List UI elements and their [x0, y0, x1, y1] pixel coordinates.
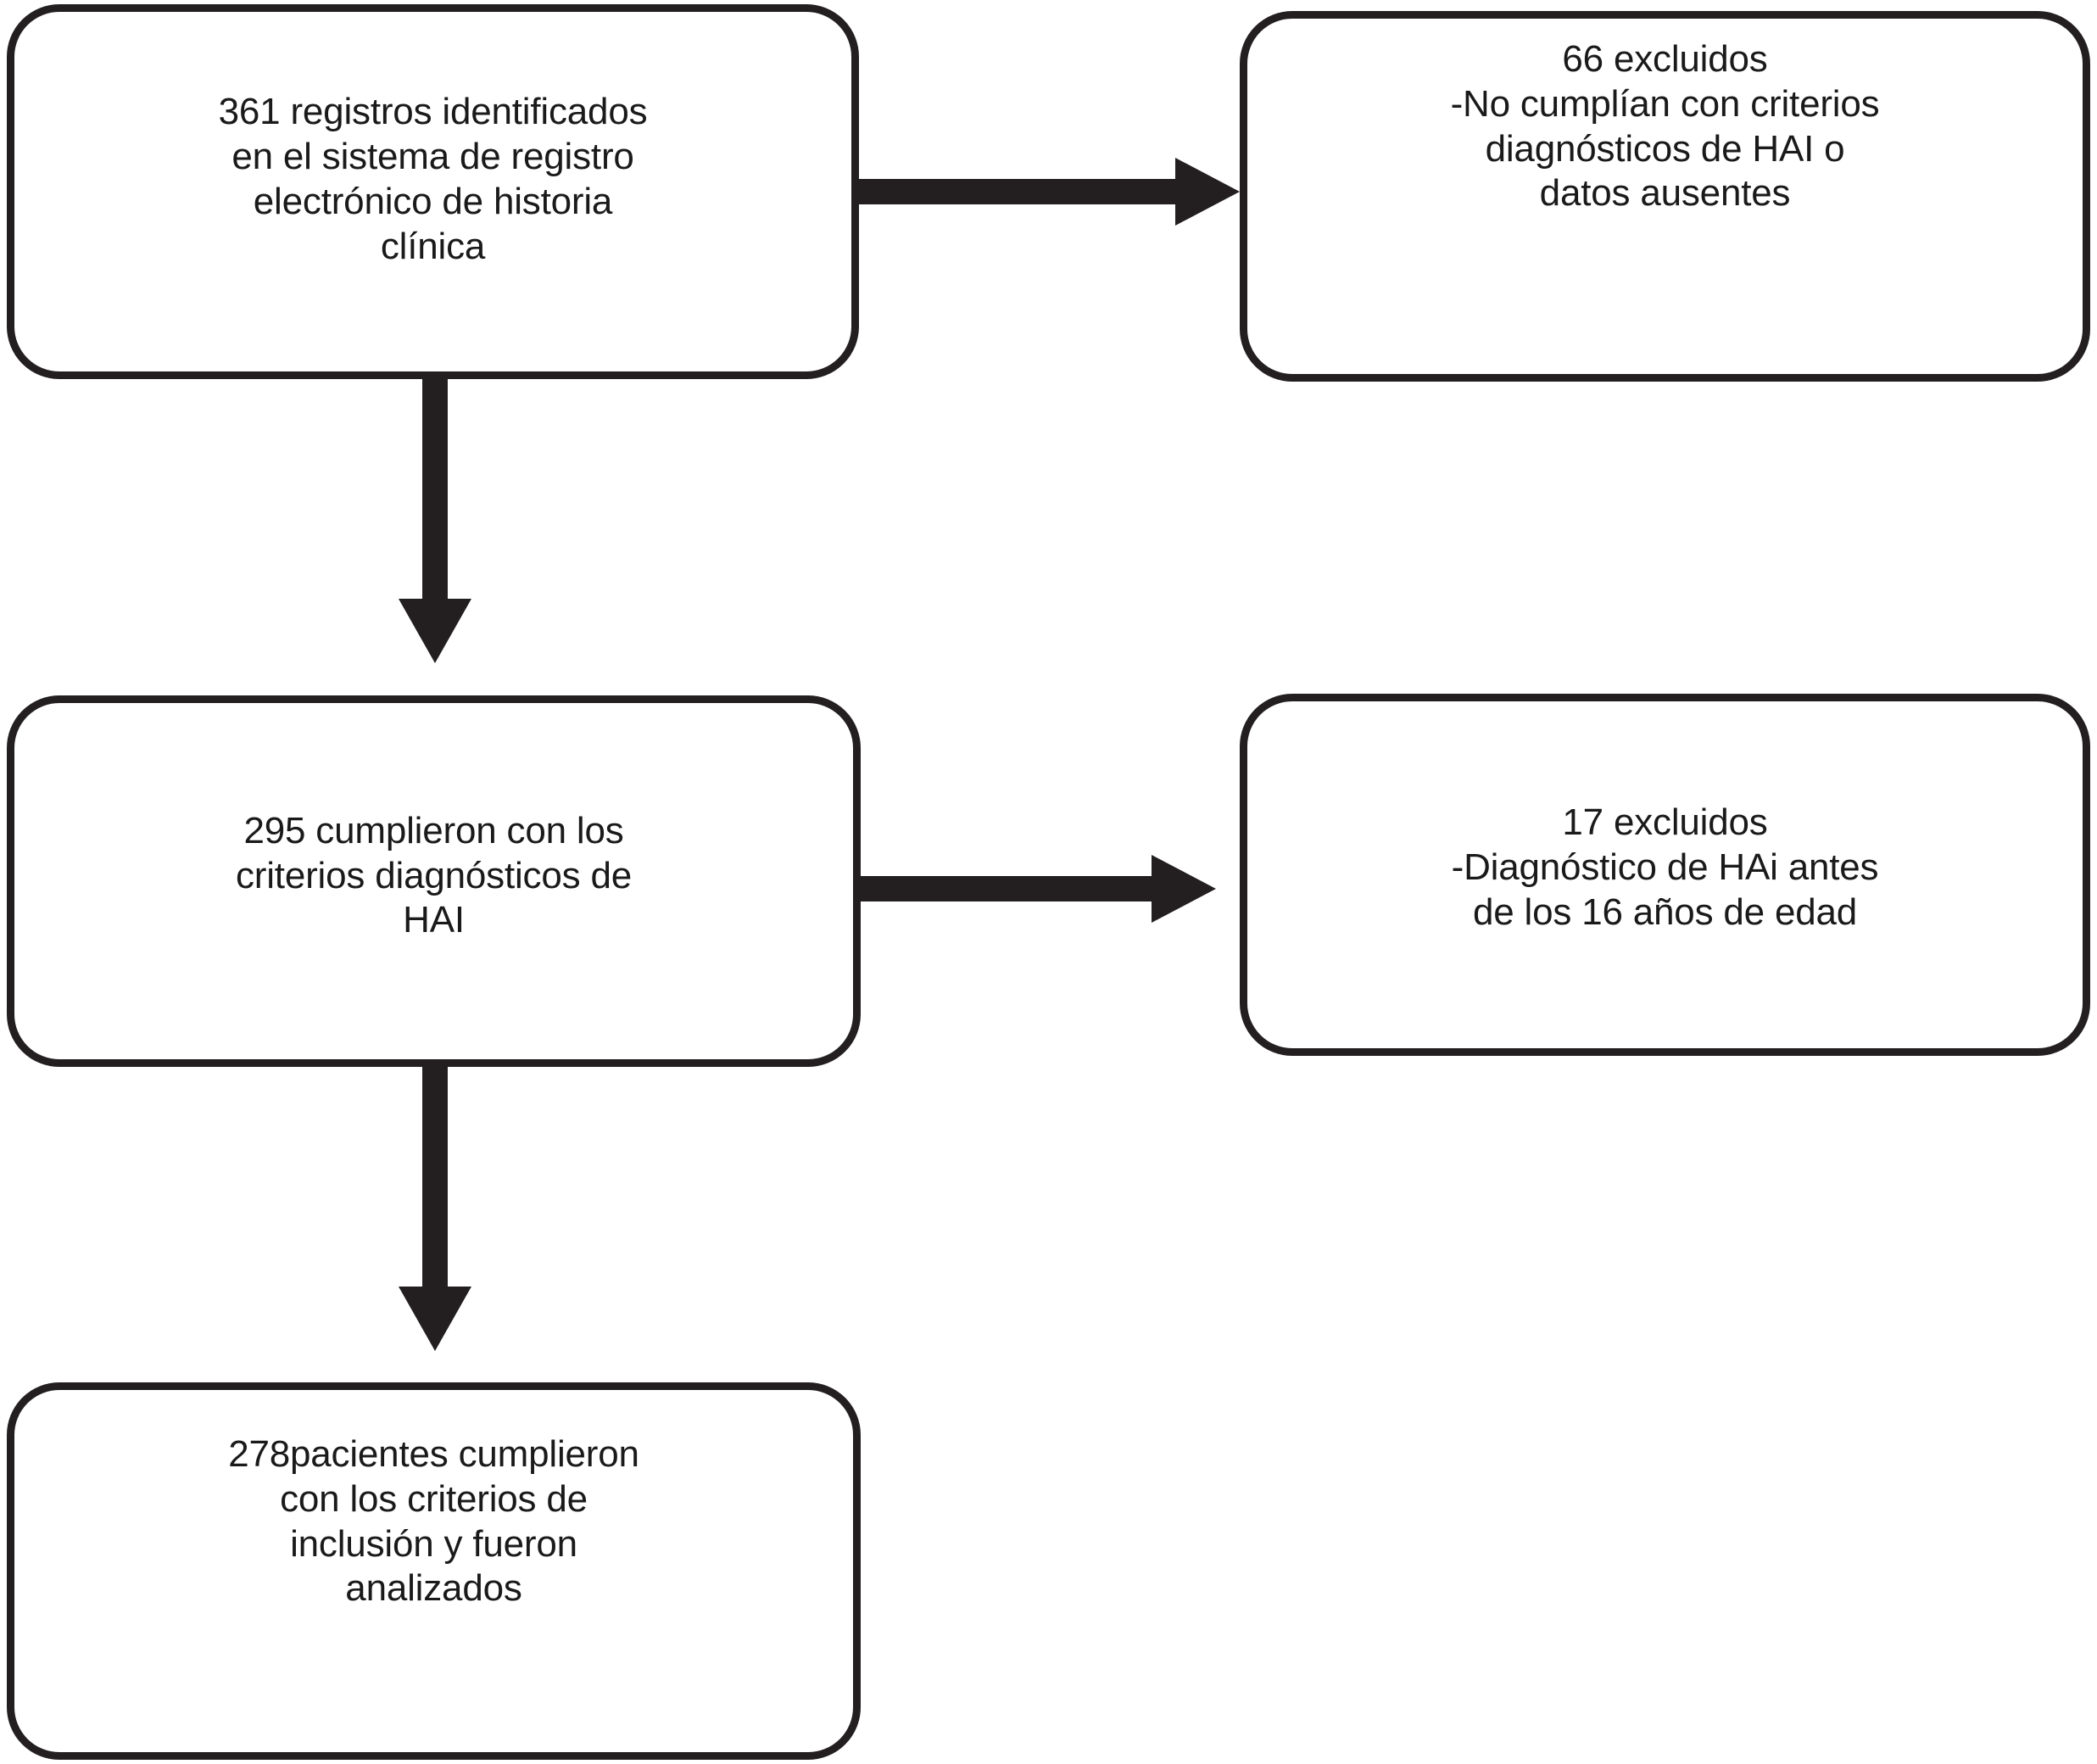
- node-pacientes-analizados: 278pacientes cumplieron con los criterio…: [7, 1382, 861, 1760]
- node-cumplieron-criterios-hai: 295 cumplieron con los criterios diagnós…: [7, 695, 861, 1067]
- node-excluidos-edad-diagnostico-label: 17 excluidos -Diagnóstico de HAi antes d…: [1451, 801, 1879, 933]
- node-pacientes-analizados-label: 278pacientes cumplieron con los criterio…: [228, 1432, 639, 1610]
- arrow-identified-to-met-criteria-icon: [399, 377, 471, 663]
- arrow-met-criteria-to-analyzed-icon: [399, 1064, 471, 1351]
- node-excluidos-criterios-diagnosticos: 66 excluidos -No cumplían con criterios …: [1240, 11, 2090, 382]
- node-excluidos-edad-diagnostico: 17 excluidos -Diagnóstico de HAi antes d…: [1240, 694, 2090, 1056]
- node-cumplieron-criterios-hai-label: 295 cumplieron con los criterios diagnós…: [235, 809, 632, 941]
- arrow-identified-to-excluded-1-icon: [856, 158, 1240, 226]
- node-registros-identificados: 361 registros identificados en el sistem…: [7, 4, 859, 379]
- arrow-met-criteria-to-excluded-2-icon: [858, 855, 1216, 923]
- node-registros-identificados-label: 361 registros identificados en el sistem…: [218, 91, 648, 267]
- node-excluidos-criterios-diagnosticos-label: 66 excluidos -No cumplían con criterios …: [1450, 37, 1880, 215]
